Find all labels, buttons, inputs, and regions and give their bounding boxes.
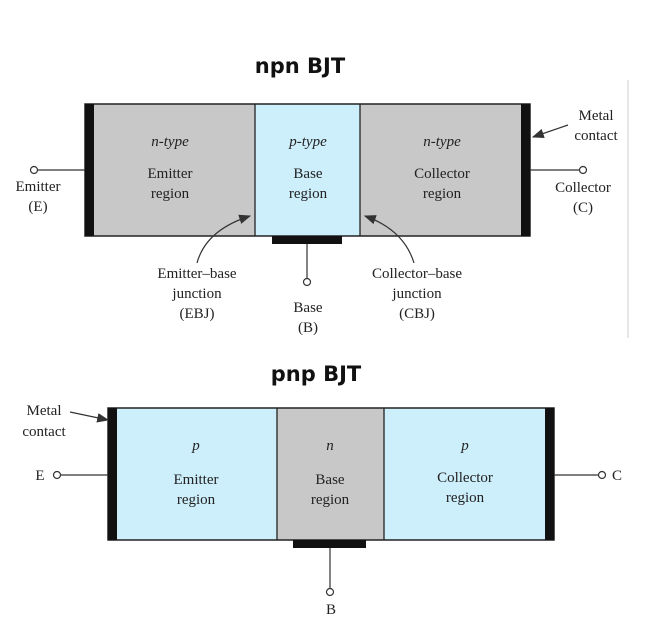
- npn-collector-type: n-type: [423, 134, 461, 150]
- pnp-collector-terminal-node: [597, 470, 607, 480]
- npn-cbj-label-line1: Collector–base: [372, 266, 462, 282]
- pnp-base-type: n: [326, 438, 334, 454]
- npn-emitter-label-line2: region: [151, 186, 190, 202]
- pnp-metal-contact-label-line2: contact: [22, 424, 66, 440]
- npn-cbj-arrow: [363, 215, 415, 264]
- pnp-base-label-line1: Base: [315, 472, 345, 488]
- pnp-emitter-terminal-symbol: E: [35, 468, 44, 484]
- npn-cbj-label-line3: (CBJ): [399, 306, 435, 322]
- npn-emitter-metal-contact: [85, 104, 94, 236]
- pnp-base-terminal-symbol: B: [326, 602, 336, 618]
- npn-emitter-label-line1: Emitter: [148, 166, 193, 182]
- npn-emitter-type: n-type: [151, 134, 189, 150]
- npn-emitter-region: [93, 104, 255, 236]
- npn-ebj-label-line2: junction: [171, 286, 222, 302]
- npn-emitter-terminal-node: [29, 165, 39, 175]
- pnp-collector-terminal-symbol: C: [612, 468, 622, 484]
- npn-base-region: [255, 104, 360, 236]
- pnp-collector-type: p: [460, 438, 469, 454]
- npn-ebj-label-line3: (EBJ): [180, 306, 215, 322]
- npn-base-terminal-symbol: (B): [298, 320, 318, 336]
- npn-emitter-terminal-symbol: (E): [28, 199, 47, 215]
- npn-ebj-label-line1: Emitter–base: [157, 266, 236, 282]
- pnp-metal-contact-label-line1: Metal: [27, 403, 62, 419]
- pnp-base-terminal-node: [325, 587, 335, 597]
- npn-base-metal-contact: [272, 236, 342, 244]
- npn-base-label-line2: region: [289, 186, 328, 202]
- npn-collector-metal-contact: [521, 104, 530, 236]
- pnp-base-region: [277, 408, 384, 540]
- npn-metal-contact-label-line1: Metal: [579, 108, 614, 124]
- npn-collector-terminal-symbol: (C): [573, 200, 593, 216]
- pnp-collector-label-line1: Collector: [437, 470, 493, 486]
- pnp-emitter-region: [116, 408, 277, 540]
- npn-ebj-arrow: [196, 214, 252, 264]
- pnp-base-label-line2: region: [311, 492, 350, 508]
- npn-emitter-terminal-name: Emitter: [16, 179, 61, 195]
- pnp-emitter-terminal-node: [52, 470, 62, 480]
- pnp-emitter-type: p: [191, 438, 200, 454]
- pnp-emitter-label-line2: region: [177, 492, 216, 508]
- npn-collector-region: [360, 104, 522, 236]
- npn-base-type: p-type: [288, 134, 327, 150]
- npn-metal-contact-label-line2: contact: [574, 128, 618, 144]
- pnp-collector-metal-contact: [545, 408, 554, 540]
- pnp-base-metal-contact: [293, 540, 366, 548]
- npn-collector-terminal-node: [578, 165, 588, 175]
- npn-title: npn BJT: [255, 54, 346, 78]
- pnp-emitter-metal-contact: [108, 408, 117, 540]
- pnp-collector-region: [384, 408, 546, 540]
- pnp-emitter-label-line1: Emitter: [174, 472, 219, 488]
- pnp-collector-label-line2: region: [446, 490, 485, 506]
- npn-base-terminal-node: [302, 277, 312, 287]
- npn-base-terminal-name: Base: [293, 300, 323, 316]
- npn-base-label-line1: Base: [293, 166, 323, 182]
- npn-metal-contact-arrow: [531, 124, 569, 139]
- pnp-metal-contact-arrow: [69, 411, 110, 423]
- npn-collector-terminal-name: Collector: [555, 180, 611, 196]
- npn-collector-label-line2: region: [423, 186, 462, 202]
- npn-collector-label-line1: Collector: [414, 166, 470, 182]
- pnp-title: pnp BJT: [271, 362, 362, 386]
- npn-cbj-label-line2: junction: [391, 286, 442, 302]
